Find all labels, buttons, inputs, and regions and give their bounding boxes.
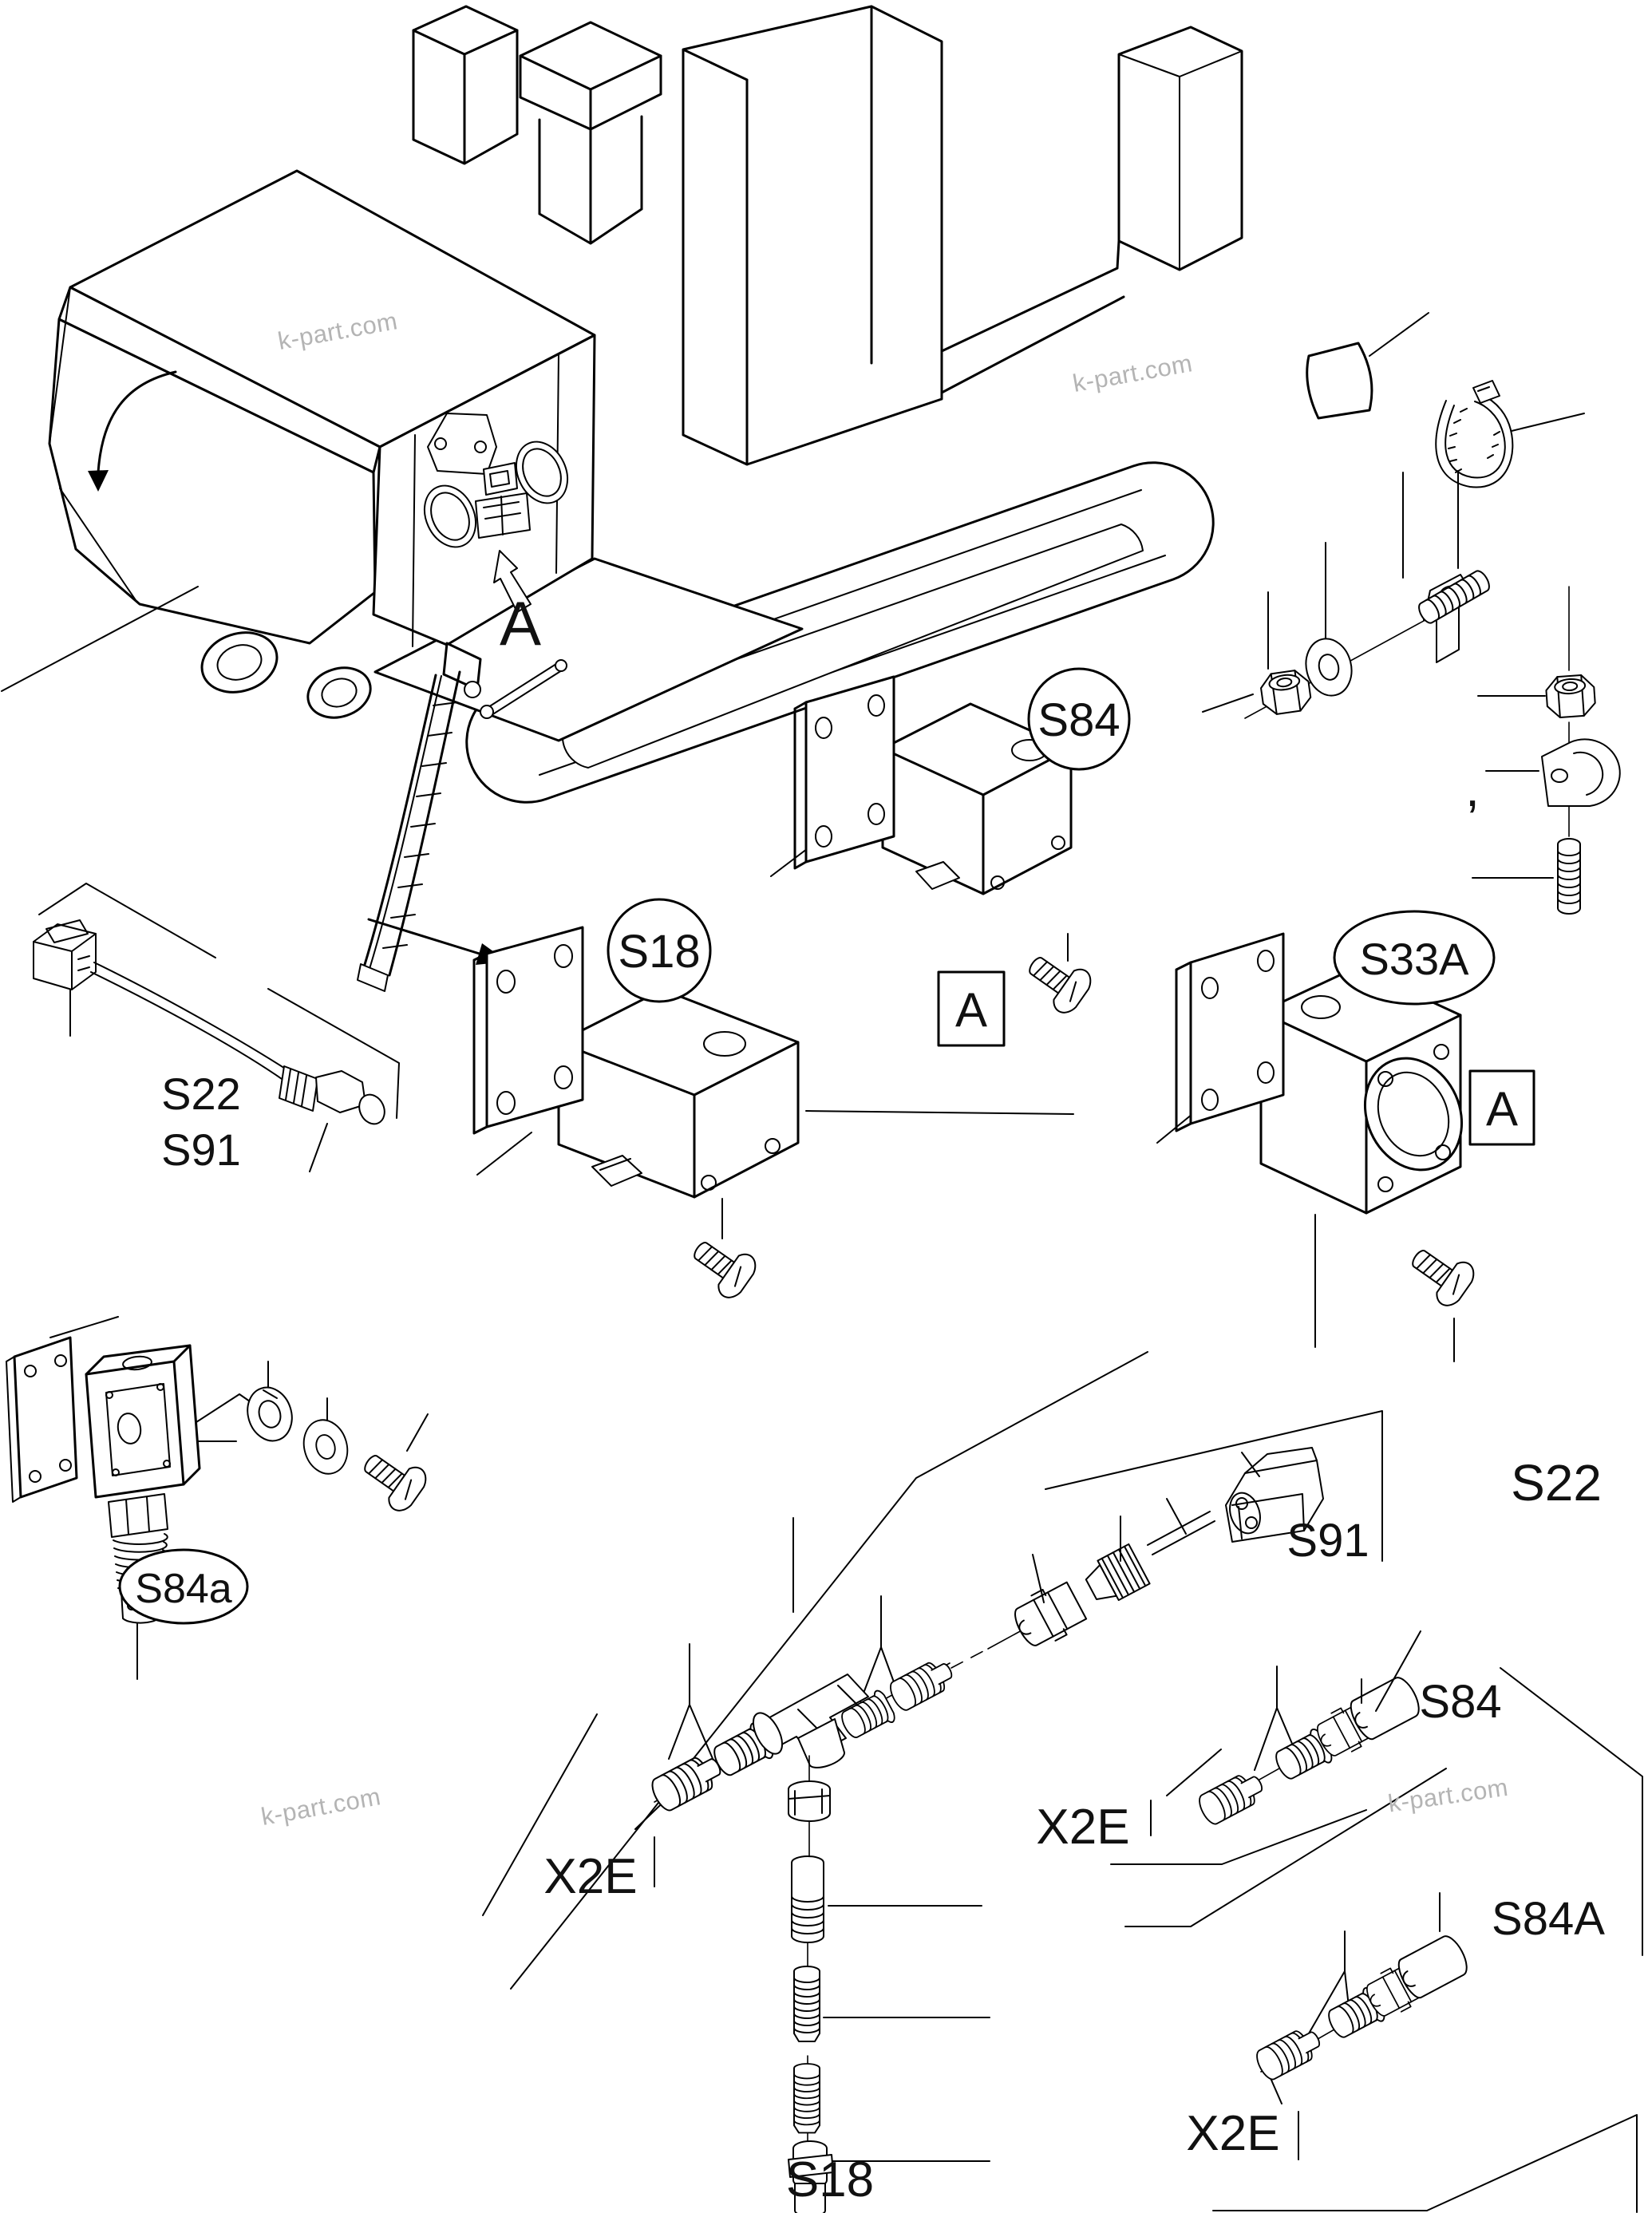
s84-mounting-plate xyxy=(793,675,895,870)
s18-switch-assembly xyxy=(472,926,1074,1304)
ladder-gas-strut xyxy=(480,659,567,719)
comma-mark: , xyxy=(1465,760,1480,817)
inline-connector-upper xyxy=(788,1780,831,1822)
label-s91-lower: S91 xyxy=(1286,1515,1369,1567)
sensor-cable xyxy=(90,962,290,1081)
label-a-box-s84: A xyxy=(955,983,987,1037)
label-s22-upper: S22 xyxy=(161,1069,241,1119)
x2e-s84-connector-group xyxy=(1150,1630,1425,1836)
s84-region-corner-bl xyxy=(1124,1768,1447,1927)
s84a-label-ellipse xyxy=(118,1548,249,1625)
x2e-s84a-connector-group xyxy=(1252,1892,1473,2160)
s84a-screw xyxy=(353,1440,433,1517)
s18-plate-leader xyxy=(476,1132,532,1176)
access-ladder xyxy=(357,642,567,992)
undercarriage-rollers xyxy=(200,631,372,719)
s18-leader-right xyxy=(805,1110,1074,1115)
s84-label-circle xyxy=(1027,667,1131,771)
bracket-fastener-set xyxy=(1202,470,1493,719)
s33a-mounting-plate xyxy=(1175,932,1285,1132)
watermark-4: k-part.com xyxy=(1386,1773,1510,1818)
s84a-region-corner-br xyxy=(1212,2114,1638,2213)
watermark-3: k-part.com xyxy=(259,1782,383,1831)
label-s84a-cap: S84A xyxy=(1492,1893,1605,1945)
label-s84a: S84a xyxy=(135,1566,232,1612)
arrow-to-s18 xyxy=(367,918,484,956)
s33a-label-ellipse xyxy=(1333,910,1496,1006)
flat-washer xyxy=(297,1413,354,1480)
label-s84-mid: S84 xyxy=(1419,1676,1501,1728)
t-fitting-assembly xyxy=(634,1447,1324,1887)
s18-switch-box xyxy=(557,988,800,1199)
porthole xyxy=(515,441,569,504)
s84a-pressure-switch-assembly xyxy=(6,1316,433,1680)
vertical-connector-chain xyxy=(788,1755,990,2213)
detail-a-arrow xyxy=(493,550,532,613)
cable-tie xyxy=(1435,380,1585,488)
s84-switch-box xyxy=(881,702,1073,895)
exhaust-towers xyxy=(412,5,662,245)
s84a-plate xyxy=(6,1336,78,1503)
s18-screw xyxy=(682,1227,762,1304)
s22-s91-plug xyxy=(1225,1447,1324,1543)
labels: A S84 S18 S33A A A S22 S91 , S84a X2E X2… xyxy=(118,588,1605,2207)
s22-region-corner xyxy=(1045,1410,1383,1562)
region-bracket-br xyxy=(267,988,400,1119)
porthole xyxy=(423,484,477,548)
s84-region-corner-tr xyxy=(1500,1667,1643,1956)
connector-diagram-bottom xyxy=(482,1351,1643,2213)
cab-body xyxy=(48,169,596,647)
excavator-illustration xyxy=(1,5,1243,992)
decal-sheet xyxy=(1306,312,1429,420)
end-connector xyxy=(788,2140,834,2213)
sensor-connector-plug xyxy=(33,919,97,990)
triangle-leader-left xyxy=(668,1643,714,1761)
plug-cable xyxy=(1147,1511,1215,1555)
s22-sensor-assembly xyxy=(33,883,400,1172)
s33a-switch-assembly xyxy=(1156,932,1480,1362)
a-box-s84 xyxy=(937,970,1006,1047)
label-s18: S18 xyxy=(618,926,700,978)
label-s18-bottom: S18 xyxy=(786,2152,874,2207)
curved-arrow xyxy=(97,370,177,474)
hardware-top-right xyxy=(1202,312,1621,915)
s33a-screw xyxy=(1401,1235,1480,1312)
label-x2e-mid: X2E xyxy=(1036,1800,1129,1855)
sensor-threaded-tip xyxy=(279,1065,385,1125)
s18-label-circle xyxy=(607,898,712,1003)
lock-washer xyxy=(247,1386,293,1442)
s84a-region-corner-tl xyxy=(1110,1809,1367,1865)
cab-left-face xyxy=(48,318,377,645)
pclamp-fastener-set xyxy=(1472,586,1621,915)
watermark-2: k-part.com xyxy=(1071,349,1195,397)
region-boundary-left-edge xyxy=(482,1713,598,1916)
label-s91-upper: S91 xyxy=(161,1124,241,1175)
label-s22-lower: S22 xyxy=(1511,1454,1602,1512)
s33a-switch-box xyxy=(1259,966,1464,1215)
a-box-s33a xyxy=(1468,1069,1535,1146)
label-x2e-bottom: X2E xyxy=(1186,2106,1279,2161)
curved-arrowhead xyxy=(88,470,109,492)
label-view-a: A xyxy=(500,588,541,658)
s18-mounting-plate xyxy=(472,926,584,1135)
cable-to-sensor xyxy=(1,586,199,692)
s84-screw xyxy=(1018,943,1097,1019)
crawler-track xyxy=(465,461,1215,804)
region-bracket-tl xyxy=(38,883,216,958)
label-a-box-s33a: A xyxy=(1486,1082,1518,1136)
s84-switch-assembly xyxy=(770,675,1097,1019)
switch-mount-location xyxy=(427,413,531,539)
label-x2e-left: X2E xyxy=(543,1849,637,1904)
rear-frame xyxy=(682,5,1243,466)
label-s84: S84 xyxy=(1037,694,1120,746)
p-clamp xyxy=(1541,738,1621,807)
label-s33a: S33A xyxy=(1360,934,1470,984)
